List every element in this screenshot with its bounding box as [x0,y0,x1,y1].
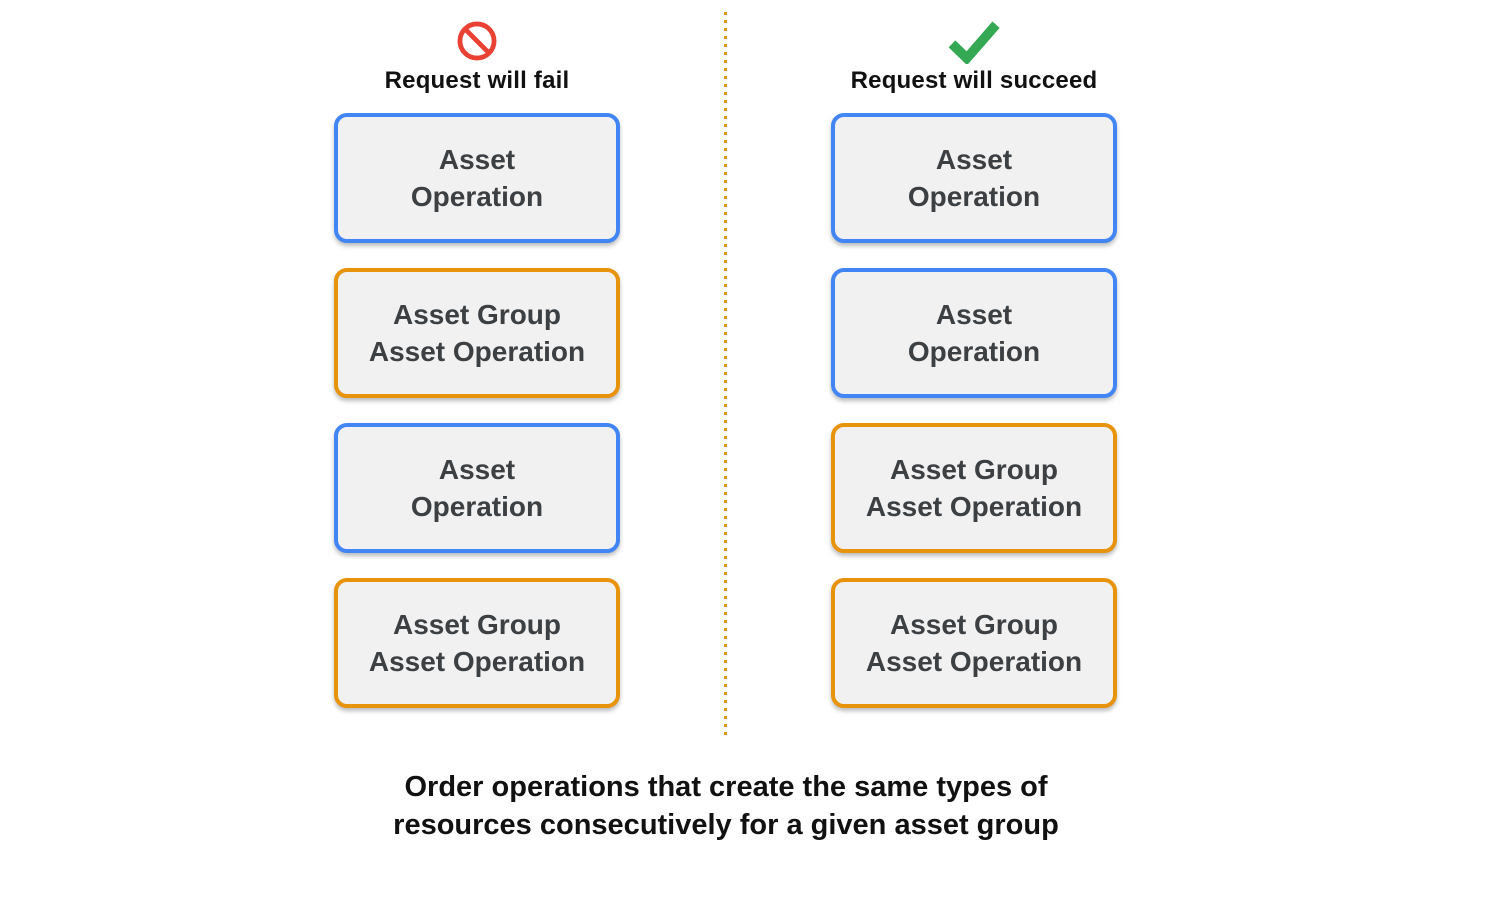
checkmark-icon [945,15,1003,67]
box-label: Asset Group [889,609,1059,640]
operation-box: Asset Operation [831,268,1117,398]
box-label: Asset Operation [865,646,1083,677]
box-label: Asset [438,454,516,485]
column-title-fail: Request will fail [384,67,570,94]
box-label: Asset [935,299,1013,330]
operation-box: Asset Operation [334,423,620,553]
box-label: Asset [935,144,1013,175]
dotted-divider [724,12,727,736]
column-request-will-fail: Request will fail Asset Operation Asset … [334,15,620,708]
caption: Order operations that create the same ty… [0,768,1452,844]
box-label: Asset Group [392,299,562,330]
operation-box: Asset Operation [831,113,1117,243]
operation-box: Asset Group Asset Operation [831,578,1117,708]
box-stack-fail: Asset Operation Asset Group Asset Operat… [334,113,620,708]
box-label: Asset Operation [368,336,586,367]
box-label: Asset Operation [368,646,586,677]
box-label: Operation [410,181,544,212]
box-stack-succeed: Asset Operation Asset Operation Asset Gr… [831,113,1117,708]
operation-box: Asset Operation [334,113,620,243]
box-label: Operation [410,491,544,522]
box-label: Asset Operation [865,491,1083,522]
operation-box: Asset Group Asset Operation [334,268,620,398]
box-label: Operation [907,181,1041,212]
column-title-succeed: Request will succeed [850,67,1098,94]
prohibited-icon [456,15,498,67]
box-label: Asset Group [392,609,562,640]
box-label: Asset [438,144,516,175]
operation-box: Asset Group Asset Operation [334,578,620,708]
caption-line: resources consecutively for a given asse… [393,809,1059,841]
box-label: Asset Group [889,454,1059,485]
caption-line: Order operations that create the same ty… [404,771,1048,803]
box-label: Operation [907,336,1041,367]
column-request-will-succeed: Request will succeed Asset Operation Ass… [831,15,1117,708]
operation-box: Asset Group Asset Operation [831,423,1117,553]
